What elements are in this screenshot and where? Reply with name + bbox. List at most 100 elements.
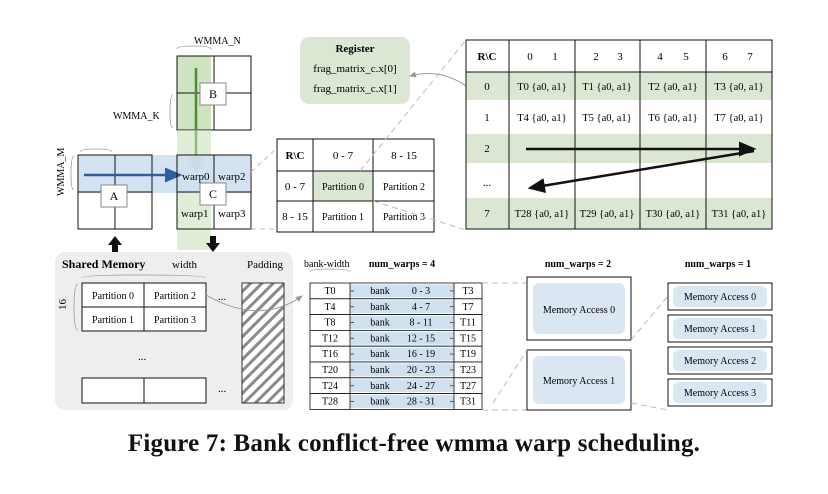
bank-thread-start: T16 xyxy=(322,349,338,360)
bank-thread-start: T24 xyxy=(322,381,338,392)
bank-range: 12 - 15 xyxy=(407,333,435,344)
bank-range: 20 - 23 xyxy=(407,365,435,376)
warps2-title: num_warps = 2 xyxy=(545,259,611,270)
thread-cell: T28 {a0, a1} xyxy=(515,209,570,220)
bank-word: bank xyxy=(370,333,389,344)
sm-ellipsis-1: ... xyxy=(218,291,227,303)
register-title: Register xyxy=(335,43,374,55)
bank-range: 8 - 11 xyxy=(410,318,433,329)
thread-row-label: 7 xyxy=(484,208,490,220)
sm-partition-2: Partition 2 xyxy=(154,291,196,302)
bank-range: 28 - 31 xyxy=(407,397,435,408)
thread-cell: T3 {a0, a1} xyxy=(714,82,763,93)
partition-cell-3: Partition 3 xyxy=(383,212,425,223)
bank-thread-start: T20 xyxy=(322,365,338,376)
row-count-label: 16 xyxy=(57,299,69,311)
register-connector-arrow xyxy=(409,71,467,87)
bank-range: 24 - 27 xyxy=(407,381,435,392)
figure-caption: Figure 7: Bank conflict-free wmma warp s… xyxy=(127,430,701,457)
partition-table: R\C 0 - 7 8 - 15 0 - 7 Partition 0 Parti… xyxy=(276,138,435,233)
partition-row1-label: 8 - 15 xyxy=(282,211,308,223)
bank-thread-start: T0 xyxy=(324,286,335,297)
thread-cell: T2 {a0, a1} xyxy=(648,82,697,93)
sm-partition-3: Partition 3 xyxy=(154,315,196,326)
thread-header-rc: R\C xyxy=(478,51,497,63)
wmma-n-label: WMMA_N xyxy=(194,36,241,47)
thread-cell: T5 {a0, a1} xyxy=(582,113,631,124)
bank-row: T12 bank 12 - 15 T15 xyxy=(309,329,483,347)
bank-word: bank xyxy=(370,381,389,392)
warp0-label: warp0 xyxy=(182,171,210,183)
padding-hatched-area xyxy=(241,282,285,404)
thread-cell: T7 {a0, a1} xyxy=(714,113,763,124)
warps1-item-label: Memory Access 3 xyxy=(684,388,756,399)
shared-memory-panel: Shared Memory width Padding 16 Partition… xyxy=(55,252,293,410)
padding-label: Padding xyxy=(247,259,284,271)
thread-header-col: 0 xyxy=(527,51,533,63)
partition-header-col0: 0 - 7 xyxy=(333,150,354,162)
thread-row-label: 0 xyxy=(484,81,490,93)
warps1-item: Memory Access 2 xyxy=(667,346,773,375)
warps1-item: Memory Access 3 xyxy=(667,378,773,407)
bank-thread-start: T8 xyxy=(324,318,335,329)
b-label-box xyxy=(199,82,227,106)
bank-thread-end: T11 xyxy=(460,318,476,329)
thread-cell: T0 {a0, a1} xyxy=(517,82,566,93)
thread-header-col: 6 xyxy=(722,51,728,63)
wmma-diagram: WMMA_N WMMA_K B WMMA_M A warp0 warp2 war… xyxy=(56,36,252,252)
bank-thread-end: T15 xyxy=(460,333,476,344)
bank-thread-end: T7 xyxy=(462,302,473,313)
sm-partition-0: Partition 0 xyxy=(92,291,134,302)
warps1-item-label: Memory Access 0 xyxy=(684,292,756,303)
warps1-item: Memory Access 1 xyxy=(667,314,773,343)
sm-partition-1: Partition 1 xyxy=(92,315,134,326)
bank-range: 0 - 3 xyxy=(412,286,430,297)
up-arrow-icon xyxy=(108,236,122,252)
bank-thread-end: T27 xyxy=(460,381,476,392)
thread-row-label: ... xyxy=(483,177,492,189)
register-line-1: frag_matrix_c.x[1] xyxy=(313,83,396,95)
c-label: C xyxy=(209,187,217,201)
bank-width-label: bank-width xyxy=(304,259,350,270)
warps2-item-1: Memory Access 1 xyxy=(543,376,615,387)
bank-thread-start: T28 xyxy=(322,397,338,408)
partition-header-col1: 8 - 15 xyxy=(391,150,417,162)
warps1-item-label: Memory Access 1 xyxy=(684,324,756,335)
register-panel xyxy=(300,37,410,104)
bank-table-title: num_warps = 4 xyxy=(369,259,435,270)
row-return-arrow xyxy=(527,149,755,193)
thread-cell: T4 {a0, a1} xyxy=(517,113,566,124)
thread-header-col: 7 xyxy=(747,51,753,63)
bank-word: bank xyxy=(370,397,389,408)
partition-row0-label: 0 - 7 xyxy=(285,181,306,193)
bank-word: bank xyxy=(370,349,389,360)
wmma-m-label: WMMA_M xyxy=(56,148,67,196)
thread-cell: T6 {a0, a1} xyxy=(648,113,697,124)
thread-header-col: 5 xyxy=(683,51,689,63)
bank-word: bank xyxy=(370,365,389,376)
bank-thread-end: T23 xyxy=(460,365,476,376)
sm-ellipsis-2: ... xyxy=(138,351,147,363)
thread-header-col: 3 xyxy=(617,51,623,63)
partition-cell-2: Partition 2 xyxy=(383,182,425,193)
thread-row-label: 2 xyxy=(484,143,490,155)
width-label: width xyxy=(172,259,198,271)
bank-row: T24 bank 24 - 27 T27 xyxy=(309,377,483,394)
b-label: B xyxy=(209,87,217,101)
thread-cell: T29 {a0, a1} xyxy=(580,209,635,220)
warps1-item: Memory Access 0 xyxy=(667,282,773,311)
warps2-group: num_warps = 2 Memory Access 0 Memory Acc… xyxy=(526,259,632,411)
bank-thread-start: T4 xyxy=(324,302,335,313)
a-label: A xyxy=(110,189,119,203)
thread-header-col: 2 xyxy=(593,51,599,63)
bank-range: 16 - 19 xyxy=(407,349,435,360)
bank-thread-start: T12 xyxy=(322,333,338,344)
shared-to-bank-arrow xyxy=(205,294,303,312)
